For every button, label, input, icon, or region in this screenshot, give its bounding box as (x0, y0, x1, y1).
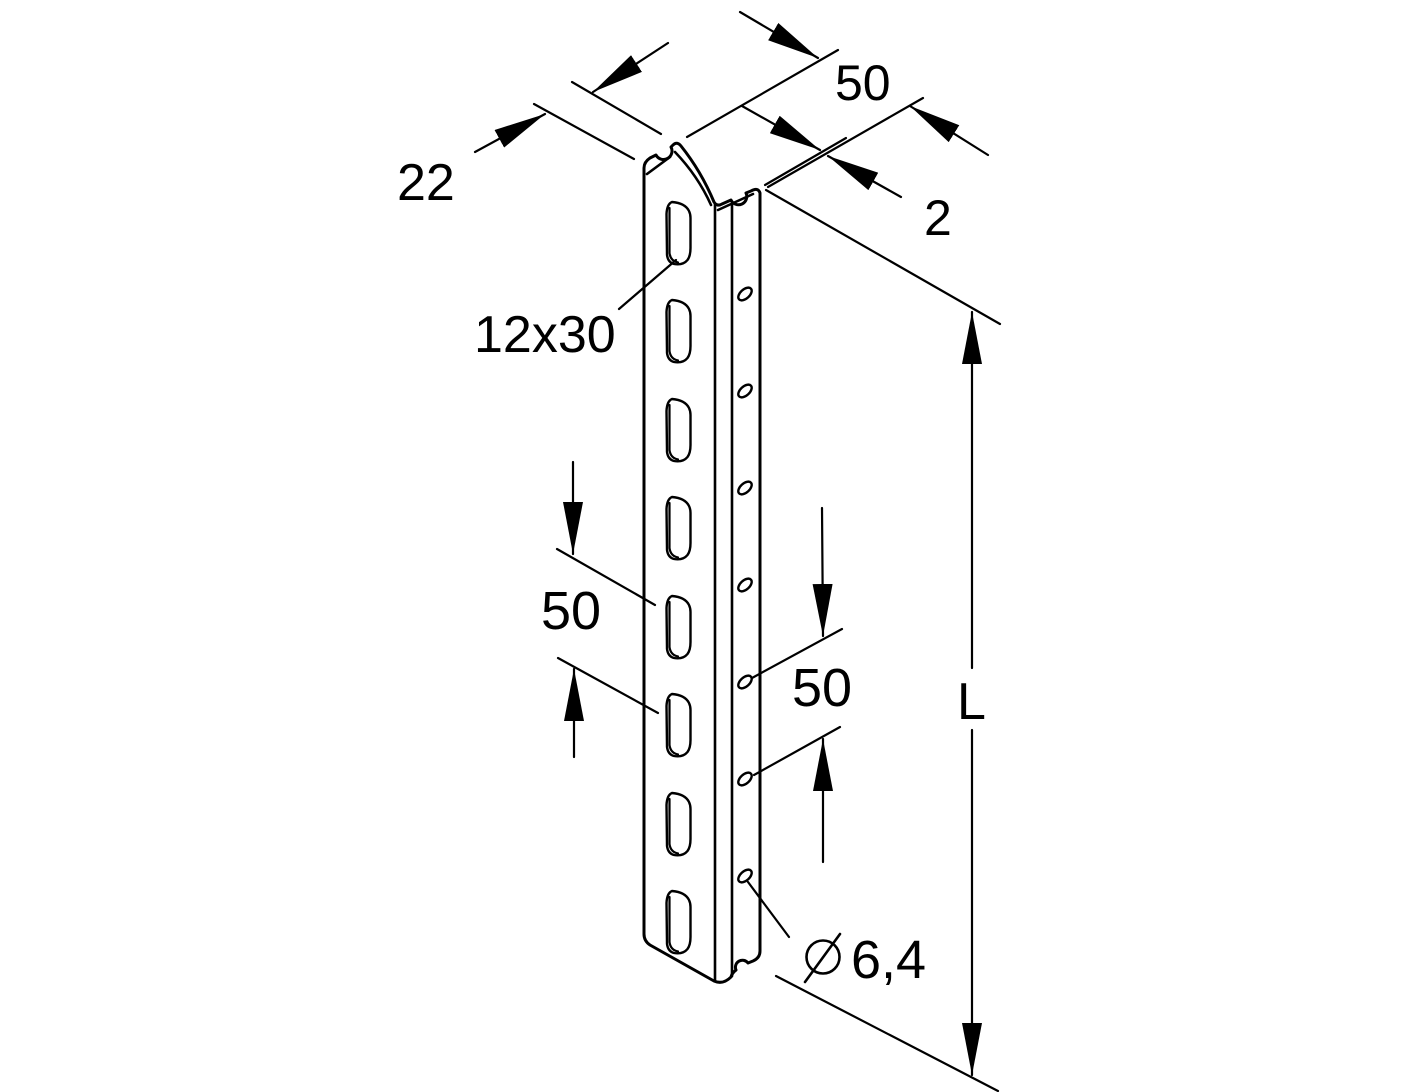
dim-profile-width-label: 50 (835, 55, 891, 111)
extension-line (752, 725, 842, 777)
slot-hole (665, 397, 692, 463)
profile-outline (642, 141, 762, 984)
extension-line (555, 547, 657, 607)
right-rim-inner-line (716, 192, 755, 212)
slot-hole (665, 692, 692, 758)
dim-hole-spacing-label: 50 (792, 658, 852, 718)
slot-size-label: 12x30 (474, 306, 616, 364)
dimension-material-thickness: 2 (740, 104, 952, 246)
extension-line (766, 96, 925, 189)
extension-line (685, 48, 840, 139)
leader-line (746, 880, 791, 939)
dimension-flange-depth: 22 (397, 41, 670, 212)
dimension-arrow (908, 104, 990, 157)
slot-hole (665, 495, 692, 561)
bend-rim-inner-line (673, 150, 713, 207)
hole-diameter-label: 6,4 (851, 930, 926, 990)
dim-flange-depth-label: 22 (397, 154, 455, 212)
diameter-sign-icon (803, 932, 842, 984)
dim-slot-spacing-label: 50 (541, 581, 601, 641)
dimension-profile-width: 50 (685, 10, 990, 189)
extension-line (764, 188, 1002, 326)
dimension-arrow (812, 506, 833, 638)
dim-material-thickness-label: 2 (924, 190, 952, 246)
hole-diameter-callout: 6,4 (746, 880, 926, 990)
extension-line (532, 102, 636, 161)
dimension-hole-spacing: 50 (750, 506, 852, 864)
dimension-profile-length: L (764, 188, 1002, 1092)
dimension-slot-spacing: 50 (541, 460, 660, 759)
dimension-arrow (740, 104, 822, 152)
slot-hole (665, 594, 692, 660)
extension-line (774, 974, 1000, 1092)
top-rim-inner-line (645, 155, 672, 176)
slot-hole (665, 889, 692, 955)
leader-line (617, 258, 678, 311)
extension-line (570, 80, 663, 136)
dimension-arrow (591, 41, 670, 94)
u-profile-rail (642, 141, 762, 984)
extension-line (750, 627, 844, 680)
dimension-arrow (473, 112, 547, 154)
slot-hole (665, 200, 692, 266)
slot-hole (665, 298, 692, 364)
dimension-arrow (826, 154, 903, 199)
sheet-edge-extension-line (763, 136, 848, 187)
extension-line (556, 656, 660, 715)
slot-size-callout: 12x30 (474, 258, 678, 364)
dimension-arrow (738, 10, 820, 60)
dim-profile-length-label: L (957, 673, 986, 731)
slot-hole (665, 791, 692, 857)
